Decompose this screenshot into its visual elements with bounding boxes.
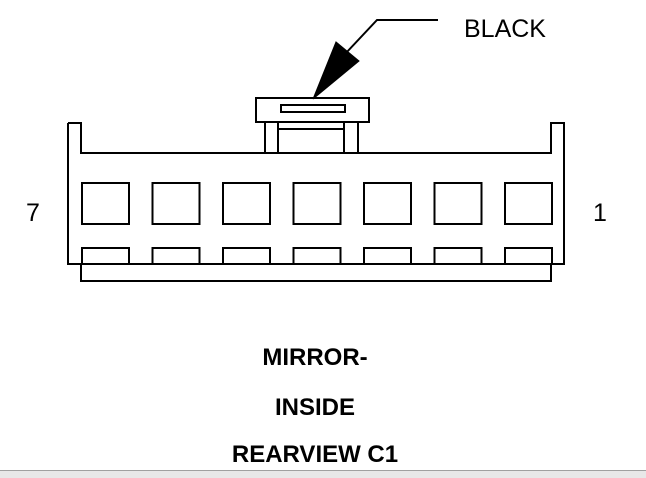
locking-tab — [255, 97, 370, 153]
caption-line-2: INSIDE — [275, 394, 355, 421]
ridge-tab — [151, 247, 201, 265]
terminal-cavity — [433, 182, 483, 225]
ridge-tab — [292, 247, 342, 265]
bottom-ridge — [80, 264, 552, 282]
connector-drawing — [67, 97, 565, 282]
terminal-cavity — [81, 182, 130, 225]
ridge-tab — [222, 247, 271, 265]
connector-housing — [67, 122, 565, 265]
terminal-cavity — [222, 182, 271, 225]
terminal-cavity — [504, 182, 553, 225]
caption-line-3: REARVIEW C1 — [232, 441, 398, 468]
ridge-tab — [433, 247, 483, 265]
terminal-cavity — [292, 182, 342, 225]
ridge-tab-row — [81, 247, 553, 265]
cavity-row — [81, 182, 553, 225]
arrow-head-icon — [312, 41, 360, 100]
pin-number-left: 7 — [26, 199, 40, 227]
terminal-cavity — [151, 182, 201, 225]
pin-number-right: 1 — [593, 199, 607, 227]
color-label: BLACK — [464, 15, 546, 43]
ridge-tab — [504, 247, 553, 265]
caption-line-1: MIRROR- — [262, 344, 367, 371]
ridge-tab — [363, 247, 412, 265]
terminal-cavity — [363, 182, 412, 225]
window-bottom-edge — [0, 470, 646, 478]
ridge-tab — [81, 247, 130, 265]
leader-arrow — [312, 19, 438, 100]
